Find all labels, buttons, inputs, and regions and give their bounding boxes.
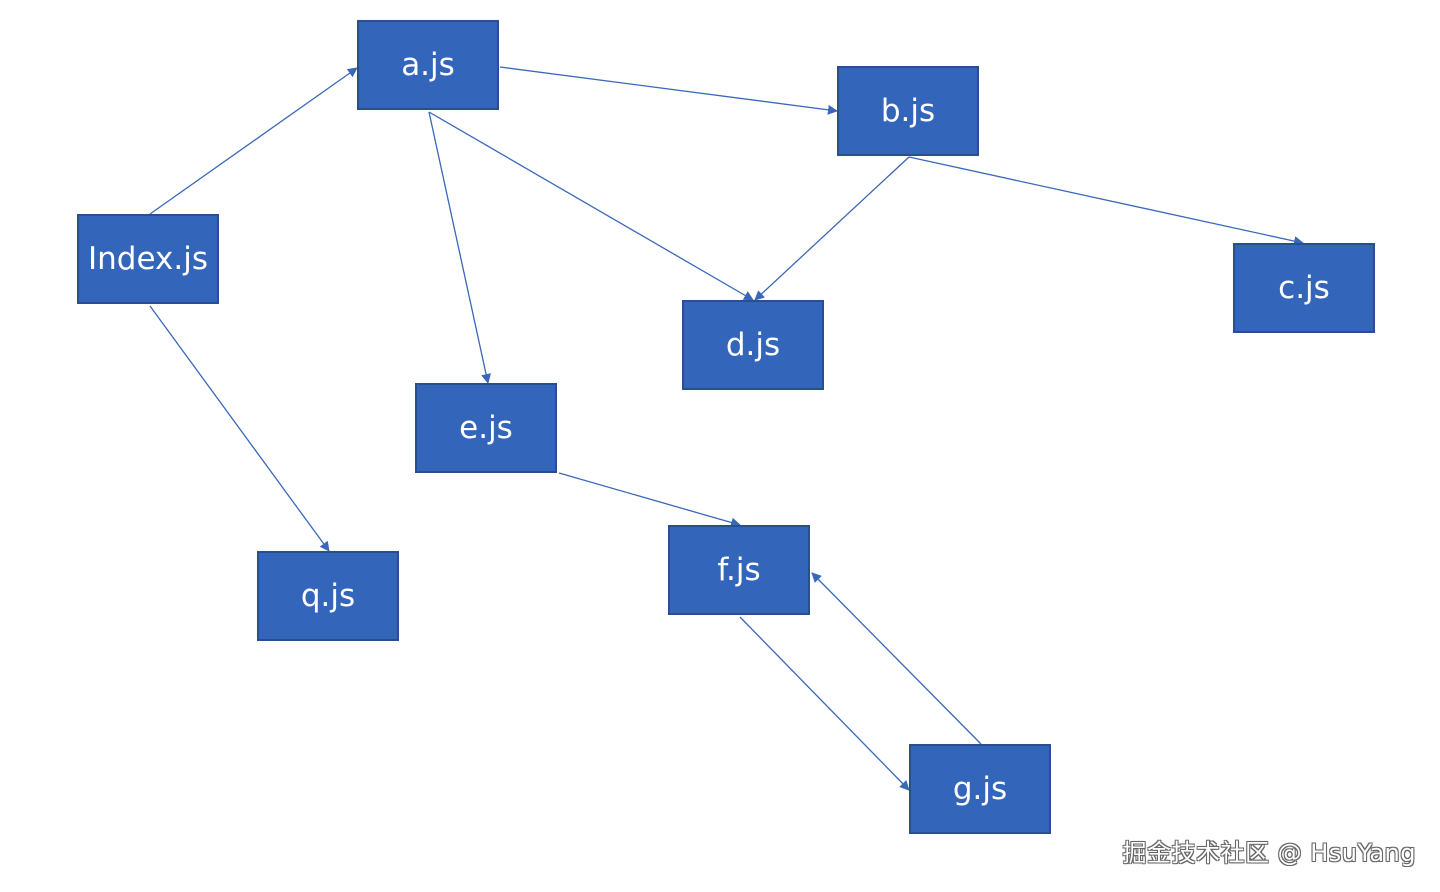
node-g[interactable]: g.js xyxy=(909,744,1051,834)
node-index[interactable]: Index.js xyxy=(77,214,219,304)
node-f[interactable]: f.js xyxy=(668,525,810,615)
edge-b-to-c xyxy=(908,156,1304,246)
node-a[interactable]: a.js xyxy=(357,20,499,110)
edge-a-to-e xyxy=(428,111,491,384)
edge-b-to-d xyxy=(754,156,910,301)
node-b[interactable]: b.js xyxy=(837,66,979,156)
edge-index-to-a xyxy=(149,67,358,215)
edge-a-to-d xyxy=(428,111,754,301)
edges xyxy=(149,66,1304,791)
edge-g-to-f xyxy=(811,572,982,745)
edge-f-to-g xyxy=(739,616,910,791)
node-c[interactable]: c.js xyxy=(1233,243,1375,333)
edge-a-to-b xyxy=(499,66,838,115)
watermark: 掘金技术社区 @ HsuYang xyxy=(1122,839,1416,867)
edge-e-to-f xyxy=(558,472,741,528)
node-d[interactable]: d.js xyxy=(682,300,824,390)
node-e[interactable]: e.js xyxy=(415,383,557,473)
edge-index-to-q xyxy=(149,305,330,552)
node-q[interactable]: q.js xyxy=(257,551,399,641)
